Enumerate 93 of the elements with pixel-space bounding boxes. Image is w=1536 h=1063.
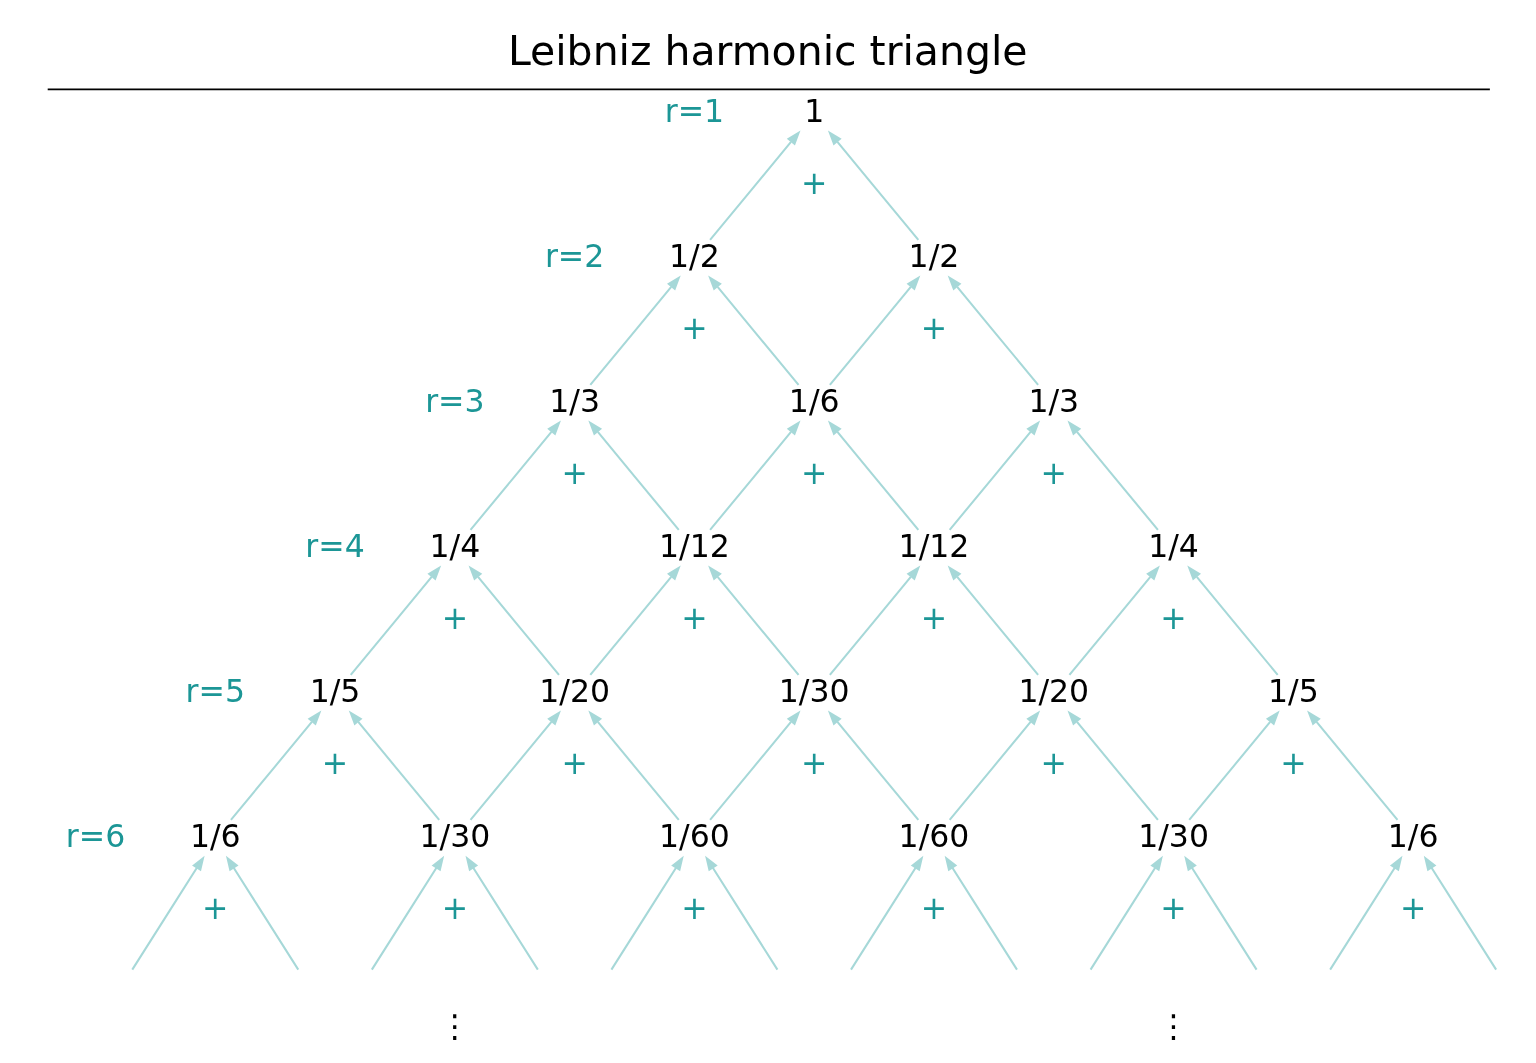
label: +	[561, 455, 588, 492]
arrow	[1067, 710, 1159, 821]
label: +	[1280, 745, 1307, 782]
label: +	[1040, 745, 1067, 782]
node-text: 1/6	[788, 382, 840, 419]
arrow	[1184, 855, 1258, 971]
node-text: 1/20	[539, 672, 611, 709]
arrow	[469, 710, 561, 821]
arrow	[1329, 855, 1403, 971]
label: r=2	[544, 237, 605, 274]
diagram-title: Leibniz harmonic triangle	[507, 27, 1028, 76]
arrow	[1089, 855, 1163, 971]
arrow	[850, 855, 924, 971]
label: +	[681, 890, 708, 927]
arrow	[588, 420, 680, 531]
arrow	[610, 855, 684, 971]
label: +	[801, 745, 828, 782]
arrow	[465, 855, 539, 971]
label: +	[801, 165, 828, 202]
arrow	[588, 710, 680, 821]
label: +	[920, 890, 948, 927]
label: +	[321, 745, 349, 782]
label: +	[1040, 455, 1067, 492]
arrow	[948, 710, 1041, 821]
arrow	[1067, 420, 1159, 531]
arrow	[827, 420, 920, 531]
arrow	[131, 855, 205, 971]
arrow	[709, 420, 801, 531]
arrow	[349, 565, 442, 676]
label: +	[681, 600, 708, 637]
arrow	[944, 855, 1018, 971]
arrow	[709, 130, 801, 241]
arrow	[708, 565, 800, 676]
label: r=4	[305, 527, 365, 564]
label: +	[1160, 890, 1187, 927]
label: +	[801, 455, 828, 492]
node-text: 1/30	[419, 817, 491, 854]
label: r=1	[664, 92, 725, 129]
arrow	[947, 565, 1039, 676]
arrow	[708, 275, 800, 386]
node-text: 1/2	[908, 237, 960, 274]
label: +	[561, 745, 588, 782]
node-text: 1/6	[189, 817, 241, 854]
arrow	[829, 565, 921, 676]
label: +	[920, 600, 948, 637]
node-text: 1/3	[1028, 382, 1080, 419]
arrow	[1188, 710, 1280, 821]
arrow	[589, 565, 681, 676]
label: ⋮	[1157, 1008, 1190, 1045]
node-text: 1/12	[898, 527, 970, 564]
arrow	[230, 710, 322, 821]
node-text: 1/3	[549, 382, 601, 419]
node-text: 1/6	[1387, 817, 1439, 854]
arrow	[948, 420, 1041, 531]
node-text: 1/5	[309, 672, 361, 709]
arrow	[947, 275, 1039, 386]
arrow	[705, 855, 779, 971]
label: +	[441, 890, 469, 927]
arrow	[1068, 565, 1160, 676]
label: r=5	[185, 672, 245, 709]
node-text: 1/2	[669, 237, 720, 274]
label: +	[441, 600, 469, 637]
arrow	[1307, 710, 1399, 821]
label: +	[1399, 890, 1427, 927]
node-text: 1	[804, 92, 825, 129]
arrow	[348, 710, 440, 821]
node-text: 1/4	[429, 527, 481, 564]
arrow	[1423, 855, 1497, 971]
label: +	[920, 310, 948, 347]
arrow	[225, 855, 300, 971]
label: +	[202, 890, 229, 927]
node-text: 1/5	[1267, 672, 1319, 709]
label: +	[681, 310, 708, 347]
arrow	[589, 275, 681, 386]
arrow	[827, 130, 920, 241]
arrow	[827, 710, 920, 821]
node-text: 1/60	[898, 817, 970, 854]
node-text: 1/30	[1138, 817, 1209, 854]
label: r=3	[425, 382, 485, 419]
node-text: 1/60	[659, 817, 730, 854]
arrow	[1187, 565, 1279, 676]
arrow	[709, 710, 801, 821]
arrow	[469, 420, 561, 531]
arrow	[468, 565, 560, 676]
node-text: 1/30	[778, 672, 850, 709]
arrow	[829, 275, 921, 386]
node-text: 1/4	[1148, 527, 1199, 564]
label: +	[1160, 600, 1187, 637]
node-text: 1/20	[1018, 672, 1090, 709]
node-text: 1/12	[659, 527, 730, 564]
label: ⋮	[439, 1008, 471, 1045]
arrow	[371, 855, 445, 971]
label: r=6	[65, 817, 126, 854]
